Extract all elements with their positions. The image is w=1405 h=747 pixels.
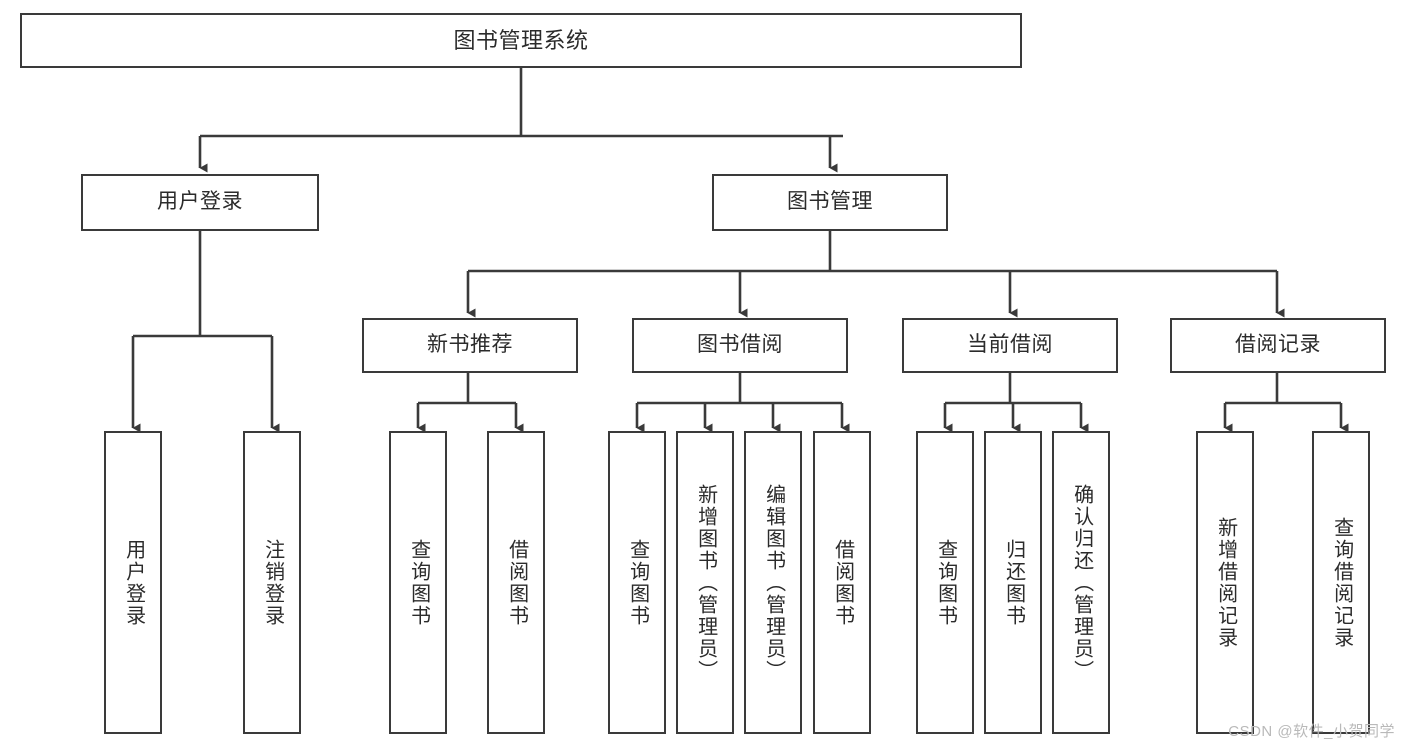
node-book-management[interactable]: 图书管理	[712, 174, 948, 231]
node-current-borrow[interactable]: 当前借阅	[902, 318, 1118, 373]
node-label: 注销登录	[261, 538, 284, 627]
leaf-new-book-query[interactable]: 查询图书	[389, 431, 447, 734]
node-label: 借阅记录	[1235, 333, 1321, 357]
node-label: 新增图书（管理员）	[694, 483, 717, 682]
node-label: 查询借阅记录	[1330, 516, 1353, 649]
leaf-book-borrow-edit[interactable]: 编辑图书（管理员）	[744, 431, 802, 734]
node-user-login[interactable]: 用户登录	[81, 174, 319, 231]
node-label: 图书借阅	[697, 333, 783, 357]
node-label: 编辑图书（管理员）	[762, 483, 785, 682]
node-book-borrow[interactable]: 图书借阅	[632, 318, 848, 373]
node-label: 新书推荐	[427, 333, 513, 357]
node-label: 当前借阅	[967, 333, 1053, 357]
node-label: 用户登录	[122, 538, 145, 627]
node-label: 查询图书	[407, 538, 430, 627]
leaf-book-borrow-borrow[interactable]: 借阅图书	[813, 431, 871, 734]
leaf-user-login-logout[interactable]: 注销登录	[243, 431, 301, 734]
node-label: 新增借阅记录	[1214, 516, 1237, 649]
leaf-borrow-record-query[interactable]: 查询借阅记录	[1312, 431, 1370, 734]
node-label: 借阅图书	[505, 538, 528, 627]
node-label: 图书管理系统	[453, 27, 589, 53]
leaf-book-borrow-query[interactable]: 查询图书	[608, 431, 666, 734]
node-label: 图书管理	[787, 190, 873, 214]
node-root-system[interactable]: 图书管理系统	[20, 13, 1022, 68]
node-label: 查询图书	[626, 538, 649, 627]
leaf-book-borrow-add[interactable]: 新增图书（管理员）	[676, 431, 734, 734]
leaf-current-borrow-query[interactable]: 查询图书	[916, 431, 974, 734]
node-label: 借阅图书	[831, 538, 854, 627]
csdn-watermark: CSDN @软件_小贺同学	[1228, 723, 1395, 740]
node-label: 确认归还（管理员）	[1070, 483, 1093, 682]
leaf-new-book-borrow[interactable]: 借阅图书	[487, 431, 545, 734]
node-new-book-recommend[interactable]: 新书推荐	[362, 318, 578, 373]
leaf-current-borrow-return[interactable]: 归还图书	[984, 431, 1042, 734]
leaf-user-login-login[interactable]: 用户登录	[104, 431, 162, 734]
node-borrow-record[interactable]: 借阅记录	[1170, 318, 1386, 373]
node-label: 归还图书	[1002, 538, 1025, 627]
node-label: 查询图书	[934, 538, 957, 627]
node-label: 用户登录	[157, 190, 243, 214]
leaf-current-borrow-confirm-return[interactable]: 确认归还（管理员）	[1052, 431, 1110, 734]
leaf-borrow-record-add[interactable]: 新增借阅记录	[1196, 431, 1254, 734]
